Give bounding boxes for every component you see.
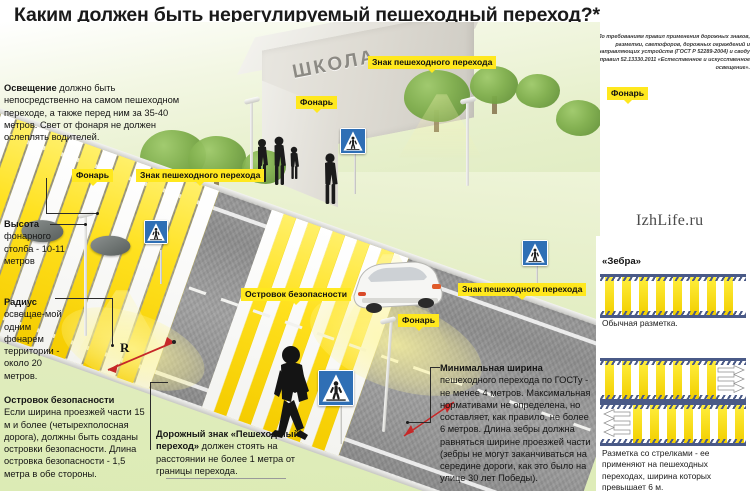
leader-dot-height xyxy=(84,223,87,226)
arrow-group-left-icon xyxy=(603,408,631,438)
lamp-post-right xyxy=(466,100,469,186)
zebra-diagram-plain xyxy=(600,274,746,318)
lamp-post-school xyxy=(250,100,253,178)
tag-sign-left[interactable]: Знак пешеходного перехода xyxy=(136,169,265,187)
sign-post-bottom xyxy=(340,402,342,444)
arrow-group-right-icon xyxy=(717,364,745,394)
pedestrian-main xyxy=(270,346,309,440)
tree-trunk xyxy=(492,96,497,114)
leader-dot-radius xyxy=(111,344,114,347)
pedestrian-sign-icon xyxy=(145,221,167,243)
pedestrian-crossing-sign-left xyxy=(144,220,168,244)
footnote-text: * По требованиям правил применения дорож… xyxy=(593,34,750,71)
zebra-diagram-arrows-2 xyxy=(600,402,746,446)
width-measure-arrow xyxy=(403,401,455,437)
tag-lamp-mid[interactable]: Фонарь xyxy=(398,314,440,332)
page-title: Каким должен быть нерегулируемый пешеход… xyxy=(14,4,600,26)
note-sign-body: должен стоять на расстоянии не более 1 м… xyxy=(156,441,296,476)
pedestrian-sign-icon xyxy=(523,241,547,265)
note-island: Островок безопасности Если ширина проезж… xyxy=(4,394,150,480)
note-island-heading: Островок безопасности xyxy=(4,395,115,405)
tag-lamp-left[interactable]: Фонарь xyxy=(72,169,114,187)
leader-width-bottom xyxy=(408,422,431,423)
note-island-body: Если ширина проезжей части 15 м и более … xyxy=(4,407,145,479)
note-lighting-body: должно быть непосредственно на самом пеш… xyxy=(4,83,180,143)
tag-sign-top[interactable]: Знак пешеходного перехода xyxy=(368,56,497,74)
radius-label: R xyxy=(120,340,130,355)
zebra-panel-title: «Зебра» xyxy=(602,256,642,267)
lamp-post-left xyxy=(84,214,87,336)
leader-island-vertical xyxy=(150,382,151,450)
leader-lighting-horizontal xyxy=(46,213,98,214)
pedestrian-crossing-sign-top xyxy=(340,128,366,154)
pedestrian-crossing-sign-right xyxy=(522,240,548,266)
note-lighting-heading: Освещение xyxy=(4,83,57,93)
note-width: Минимальная ширина пешеходного перехода … xyxy=(440,362,592,485)
leader-island-horizontal xyxy=(150,382,168,383)
note-height-heading: Высота xyxy=(4,219,39,229)
leader-sign-underline xyxy=(166,478,286,479)
tree-right-3 xyxy=(516,74,560,108)
sign-post-left xyxy=(160,250,162,284)
note-radius-heading: Радиус xyxy=(4,297,37,307)
note-width-body: пешеходного перехода по ГОСТу - не менее… xyxy=(440,375,591,484)
leader-width xyxy=(430,367,440,368)
note-height: Высота фонарного столба - 10-11 метров xyxy=(4,218,78,267)
illustration-scene: ШКОЛА xyxy=(0,22,600,491)
note-sign: Дорожный знак «Пешеход-ный переход» долж… xyxy=(156,428,316,477)
zebra-caption-arrows: Разметка со стрелками - ее применяют на … xyxy=(602,448,712,491)
zebra-caption-plain: Обычная разметка. xyxy=(602,318,678,328)
zebra-reference-panel: «Зебра» Обычная разметка. xyxy=(596,236,750,491)
tag-lamp-right[interactable]: Фонарь xyxy=(607,87,649,105)
tree-right-2 xyxy=(470,66,518,104)
watermark: IzhLife.ru xyxy=(636,212,704,229)
sign-post-right xyxy=(536,262,538,296)
pedestrian-sign-icon xyxy=(341,129,365,153)
leader-dot-lighting xyxy=(96,212,99,215)
note-radius-body: освещае-мой одним фонарем территории - о… xyxy=(4,309,62,381)
note-lighting: Освещение должно быть непосредственно на… xyxy=(4,82,186,143)
leader-width-vertical xyxy=(430,367,431,423)
note-width-heading: Минимальная ширина xyxy=(440,363,543,373)
note-radius: Радиус освещае-мой одним фонарем террито… xyxy=(4,296,66,382)
leader-height xyxy=(50,224,86,225)
tag-lamp-school[interactable]: Фонарь xyxy=(296,96,338,114)
car xyxy=(353,261,443,313)
tree-right-4 xyxy=(556,100,600,136)
leader-dot-width xyxy=(406,421,409,424)
leader-radius-vertical xyxy=(112,299,113,345)
tag-sign-right[interactable]: Знак пешеходного перехода xyxy=(458,283,587,301)
leader-lighting-vertical xyxy=(46,178,47,214)
tag-island[interactable]: Островок безопасности xyxy=(241,288,352,306)
zebra-diagram-arrows xyxy=(600,358,746,402)
pedestrian-group-far xyxy=(258,136,338,204)
note-sign-heading: Дорожный знак «Пешеход-ный переход» xyxy=(156,429,300,452)
note-height-body: фонарного столба - 10-11 метров xyxy=(4,231,65,266)
leader-radius-horizontal xyxy=(55,298,113,299)
pedestrian-crossing-sign-bottom xyxy=(318,370,354,406)
radius-arrow xyxy=(107,337,176,373)
pedestrian-sign-icon xyxy=(319,371,353,405)
sign-post-top xyxy=(354,150,356,194)
tree-right-1 xyxy=(404,70,470,122)
